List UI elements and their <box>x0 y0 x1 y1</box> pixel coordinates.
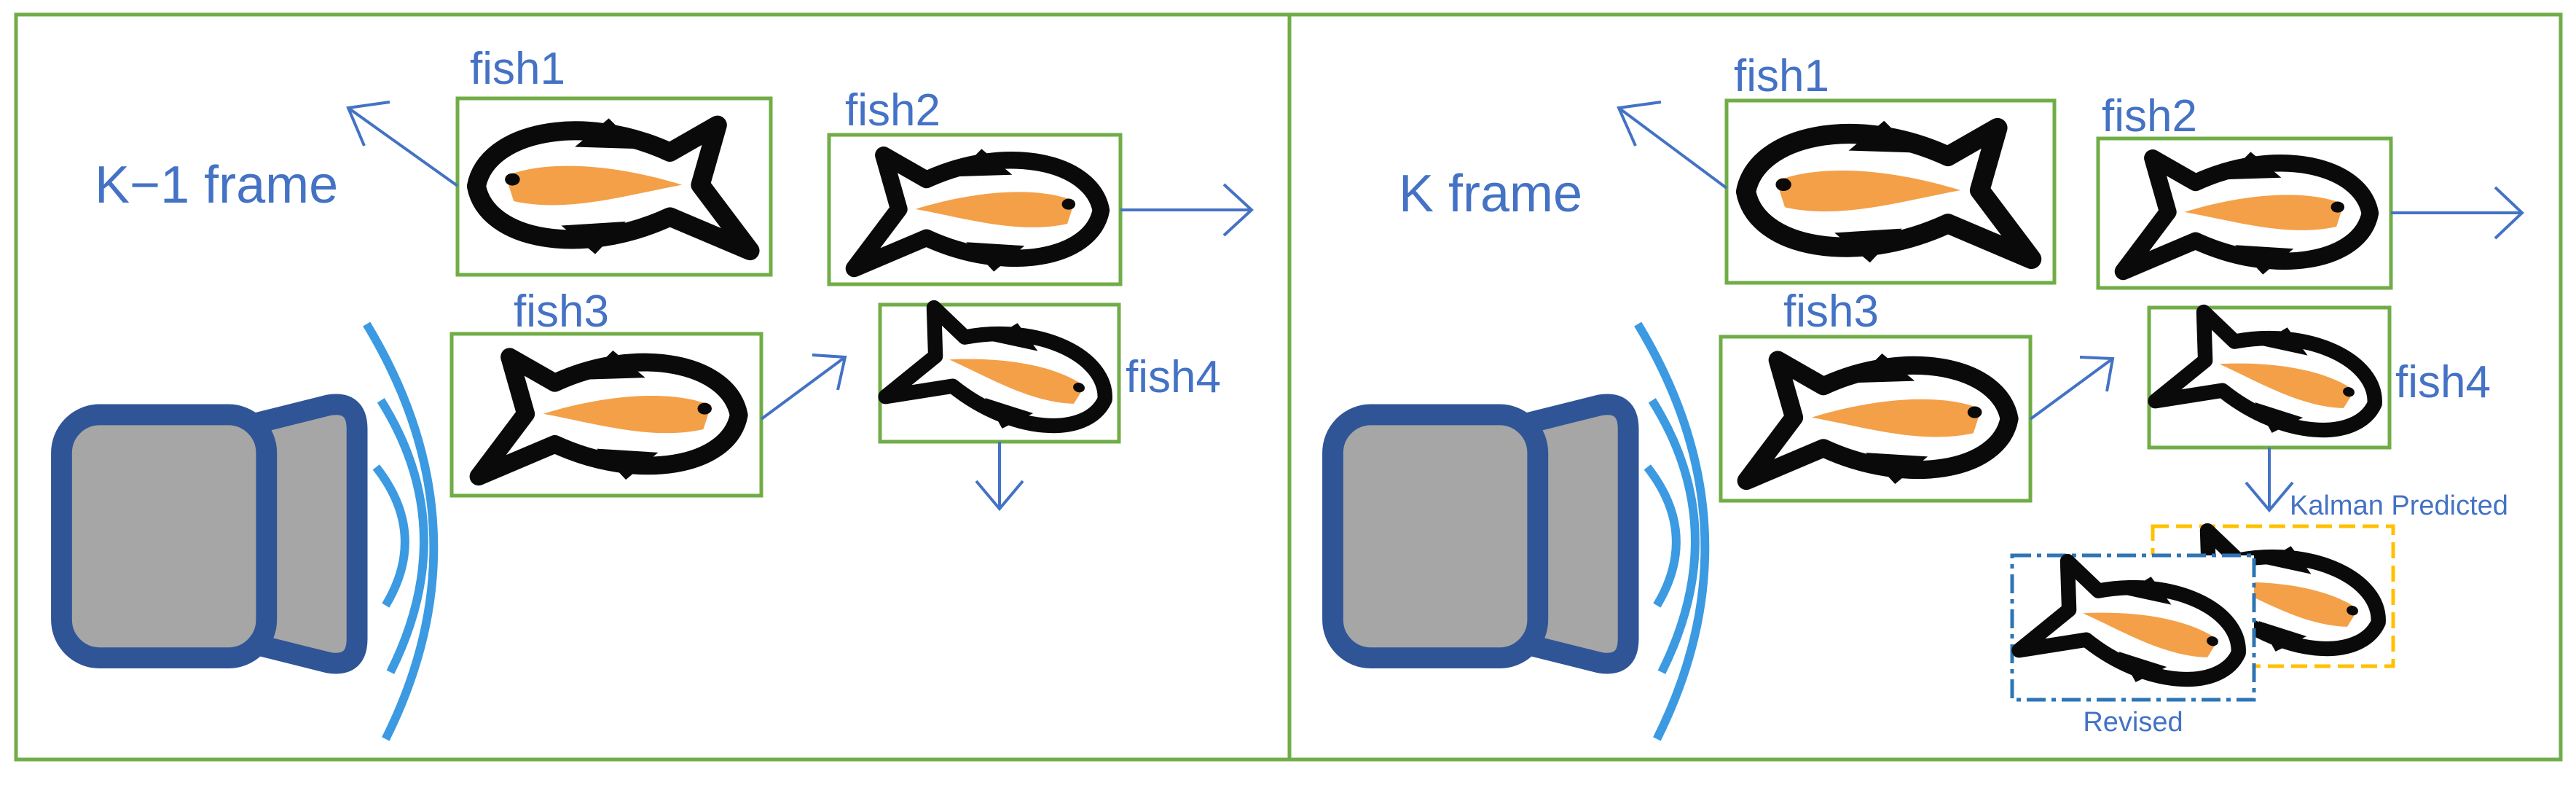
panel-k-border <box>1287 12 2563 762</box>
fish-icon <box>479 351 739 480</box>
fish1-label: fish1 <box>1734 51 1829 101</box>
sonar-transducer-icon <box>61 324 433 739</box>
fish1-arrowhead <box>346 101 390 147</box>
fish3-bbox <box>449 332 763 498</box>
fish1-arrowhead <box>1617 101 1662 147</box>
fish4-arrowhead <box>975 480 1024 512</box>
fish-icon <box>855 149 1102 271</box>
panel-k: K frame fish1 fish2 fish3 fish4 Kalman P… <box>1332 51 2524 739</box>
fish1-motion-arrow <box>1617 106 1728 190</box>
fish2-label: fish2 <box>845 85 941 136</box>
fish3-label: fish3 <box>1783 286 1879 337</box>
fish1-bbox <box>1724 98 2057 285</box>
fish-icon <box>2155 301 2388 456</box>
fish1-motion-arrow <box>347 106 459 187</box>
fish-icon <box>1746 354 2009 484</box>
fish1-label: fish1 <box>470 44 565 94</box>
fish4-label: fish4 <box>1126 352 1221 402</box>
panel-k-minus-1: K−1 frame fish1 fish2 fish3 fish4 <box>61 44 1254 739</box>
fish-icon <box>2124 152 2371 274</box>
fish4-label: fish4 <box>2395 357 2491 407</box>
fish3-motion-arrow <box>760 356 847 421</box>
frame-label-k: K frame <box>1399 165 1582 223</box>
revised-bbox <box>2010 553 2256 702</box>
fish3-label: fish3 <box>514 286 609 337</box>
sonar-transducer-icon <box>1332 324 1705 739</box>
revised-label: Revised <box>2083 707 2183 738</box>
fish2-label: fish2 <box>2102 91 2197 141</box>
kalman-predicted-label: Kalman Predicted <box>2290 491 2508 521</box>
fish2-arrowhead <box>1222 183 1254 237</box>
fish3-arrowhead <box>2079 356 2115 392</box>
fish-icon <box>1746 121 2032 263</box>
fish-icon <box>476 118 750 254</box>
fish-icon <box>885 297 1118 451</box>
fish2-arrowhead <box>2494 186 2524 240</box>
fish4-arrowhead <box>2245 481 2294 513</box>
fish3-arrowhead <box>812 354 847 391</box>
fish3-motion-arrow <box>2029 357 2114 421</box>
frame-label-k-minus-1: K−1 frame <box>95 156 338 214</box>
fish1-bbox <box>455 96 773 277</box>
